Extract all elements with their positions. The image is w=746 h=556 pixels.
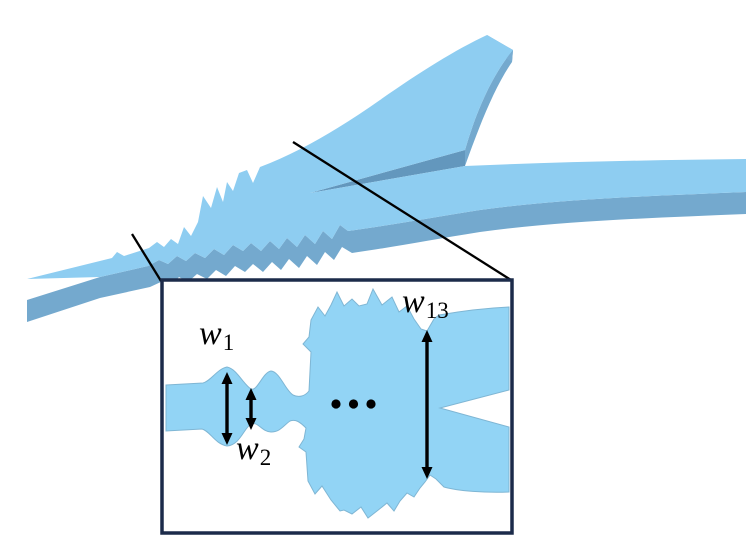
w1-label-base: w	[199, 315, 222, 352]
w2-arrow	[245, 388, 257, 430]
callout-line-left	[131, 233, 162, 282]
w13-label: w13	[402, 283, 449, 323]
ellipsis-dot	[366, 399, 376, 409]
ellipsis-dot	[348, 399, 359, 409]
upper-arm-inner-side-face	[465, 50, 513, 166]
w1-label: w1	[199, 315, 235, 355]
ellipsis-dot	[331, 399, 341, 409]
w1-arrow	[221, 372, 233, 445]
w13-arrow	[421, 330, 433, 479]
waveguide-3d-top-face	[27, 35, 746, 279]
w1-label-subscript: 1	[222, 330, 235, 355]
w13-label-base: w	[402, 283, 425, 320]
w13-label-subscript: 13	[425, 298, 449, 323]
waveguide-3d-side-face	[27, 192, 746, 322]
w2-label-subscript: 2	[259, 445, 272, 470]
w2-label: w2	[236, 430, 272, 470]
w2-label-base: w	[236, 430, 259, 467]
ellipsis-dots	[331, 399, 376, 409]
callout-line-right	[292, 141, 512, 281]
